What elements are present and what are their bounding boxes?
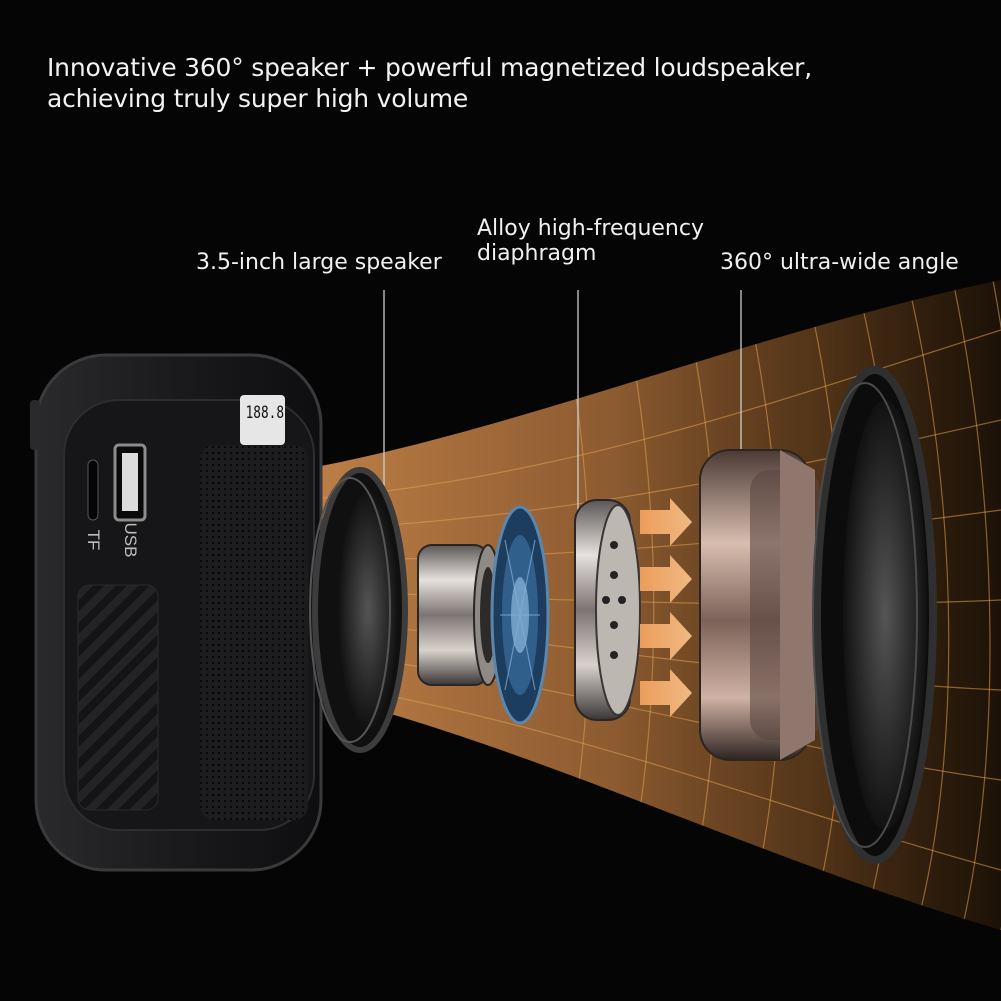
speaker-device: [30, 353, 323, 872]
tf-slot: [87, 459, 99, 521]
magnet-ring: [417, 544, 503, 686]
grip-panel: [77, 584, 159, 811]
usb-label: USB: [121, 522, 140, 558]
tweeter-puck: [574, 499, 641, 721]
headline-line-1: Innovative 360° speaker + powerful magne…: [47, 53, 812, 82]
callout-diaphragm-line-2: diaphragm: [477, 241, 597, 266]
lcd-display: [240, 395, 285, 445]
speaker-grille: [200, 445, 308, 820]
alloy-diaphragm: [490, 505, 550, 725]
wide-angle-speaker: [812, 366, 937, 864]
callout-diaphragm: Alloy high-frequency diaphragm: [477, 216, 704, 266]
bronze-magnet: [699, 449, 820, 761]
tf-label: TF: [84, 529, 103, 551]
headline: Innovative 360° speaker + powerful magne…: [47, 52, 947, 114]
callout-large-speaker: 3.5-inch large speaker: [196, 250, 442, 275]
callout-wide-angle: 360° ultra-wide angle: [720, 250, 959, 275]
lcd-reading: 188.8: [245, 403, 285, 423]
headline-line-2: achieving truly super high volume: [47, 84, 469, 113]
callout-diaphragm-line-1: Alloy high-frequency: [477, 216, 704, 241]
sound-arrows: [640, 498, 692, 717]
large-speaker-cone: [309, 467, 408, 753]
